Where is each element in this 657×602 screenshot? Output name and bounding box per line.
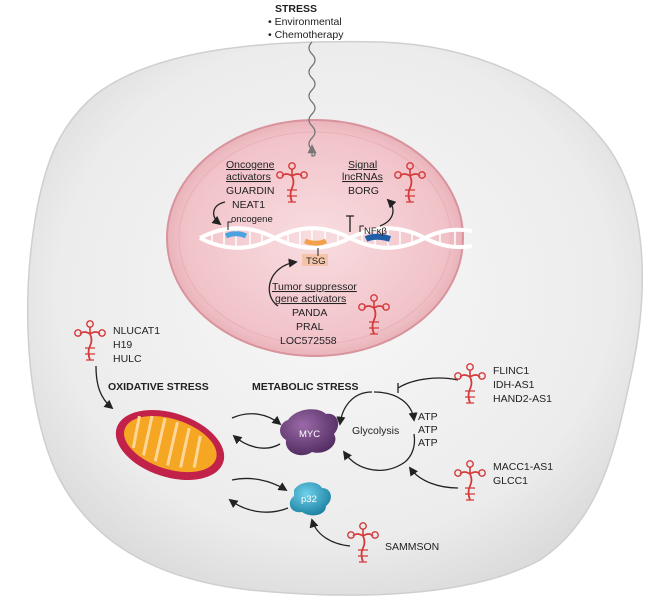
glycolysis-cycle-top — [373, 391, 418, 422]
lncrna-h19: H19 — [113, 339, 132, 351]
stress-item-chemotherapy: • Chemotherapy — [268, 29, 344, 41]
tumor-suppressor-heading-line1: Tumor suppressor — [272, 281, 357, 293]
myc-label: MYC — [299, 429, 320, 440]
oncogene-locus — [224, 231, 248, 239]
lncrna-panda: PANDA — [292, 307, 327, 319]
p32-to-mito-arrow — [228, 498, 289, 513]
oncogene-activators-heading-line2: activators — [226, 171, 271, 183]
glycolysis-label: Glycolysis — [352, 425, 399, 437]
glycolysis-cycle-right — [404, 433, 416, 463]
atp-1: ATP — [418, 411, 438, 423]
lncrna-hulc: HULC — [113, 353, 142, 365]
oncogene-activators-heading-line1: Oncogene — [226, 159, 275, 171]
borg-activation-arrow — [379, 198, 397, 227]
p32-protein — [289, 482, 331, 516]
glycolysis-cycle-bottom — [342, 450, 406, 471]
lncrna-borg: BORG — [348, 185, 379, 197]
lncrna-idh-as1: IDH-AS1 — [493, 379, 535, 391]
oncogene-label: oncogene — [231, 214, 273, 225]
tsg-label-box — [302, 254, 328, 266]
tsg-activation-arrow — [268, 258, 298, 307]
lncrna-sammson: SAMMSON — [385, 541, 439, 553]
lncrna-glcc1: GLCC1 — [493, 475, 528, 487]
macc1-group-arrow — [408, 466, 459, 489]
oxidative-stress-group: NLUCAT1 H19 HULC OXIDATIVE STRESS — [73, 319, 225, 481]
metabolic-stress-label: METABOLIC STRESS — [252, 381, 359, 393]
lncrna-nlucat1: NLUCAT1 — [113, 325, 160, 337]
stress-signal-line — [307, 41, 317, 157]
signal-lncrnas-group: Signal lncRNAs BORG NFκβ — [342, 159, 427, 237]
stress-item-environmental: • Environmental — [268, 16, 342, 28]
glycolysis-to-myc-arrow — [336, 391, 373, 426]
lncrna-hand2-as1: HAND2-AS1 — [493, 393, 552, 405]
signal-lncrnas-heading-line2: lncRNAs — [342, 171, 383, 183]
oxidative-arrow — [95, 365, 114, 410]
nucleus — [166, 119, 464, 357]
dna-helix — [199, 226, 473, 250]
metabolic-stress-group: METABOLIC STRESS MYC p32 Glycolysis ATP … — [228, 362, 553, 563]
lncrna-pral: PRAL — [296, 321, 324, 333]
lncrna-flinc1: FLINC1 — [493, 365, 529, 377]
mitochondrion — [115, 409, 225, 481]
nfkb-inhibition — [346, 215, 354, 232]
flinc1-group-line — [397, 377, 459, 389]
myc-to-mito-arrow — [232, 434, 281, 449]
mito-to-p32-arrow — [231, 477, 288, 491]
stress-title: STRESS — [275, 3, 317, 15]
lncrna-loc572558: LOC572558 — [280, 335, 337, 347]
myc-protein — [280, 409, 339, 456]
lncrna-neat1: NEAT1 — [232, 199, 265, 211]
oxidative-stress-label: OXIDATIVE STRESS — [108, 381, 209, 393]
sammson-to-p32-arrow — [309, 518, 351, 547]
lncrna-macc1-as1: MACC1-AS1 — [493, 461, 553, 473]
lncrna-guardin: GUARDIN — [226, 185, 274, 197]
tsg-label: TSG — [306, 256, 326, 267]
oncogene-activators-group: Oncogene activators GUARDIN NEAT1 oncoge… — [211, 159, 309, 230]
tumor-suppressor-heading-line2: gene activators — [275, 293, 346, 305]
nfkb-label: NFκβ — [364, 226, 387, 237]
p32-label: p32 — [301, 494, 317, 505]
tumor-suppressor-group: TSG Tumor suppressor gene activators PAN… — [268, 248, 391, 347]
atp-3: ATP — [418, 437, 438, 449]
oncogene-activation-arrow — [211, 201, 226, 226]
tsg-locus — [304, 238, 328, 246]
mito-to-myc-arrow — [231, 413, 282, 426]
signal-lncrnas-heading-line1: Signal — [348, 159, 377, 171]
atp-2: ATP — [418, 424, 438, 436]
nfkb-locus — [364, 233, 392, 242]
